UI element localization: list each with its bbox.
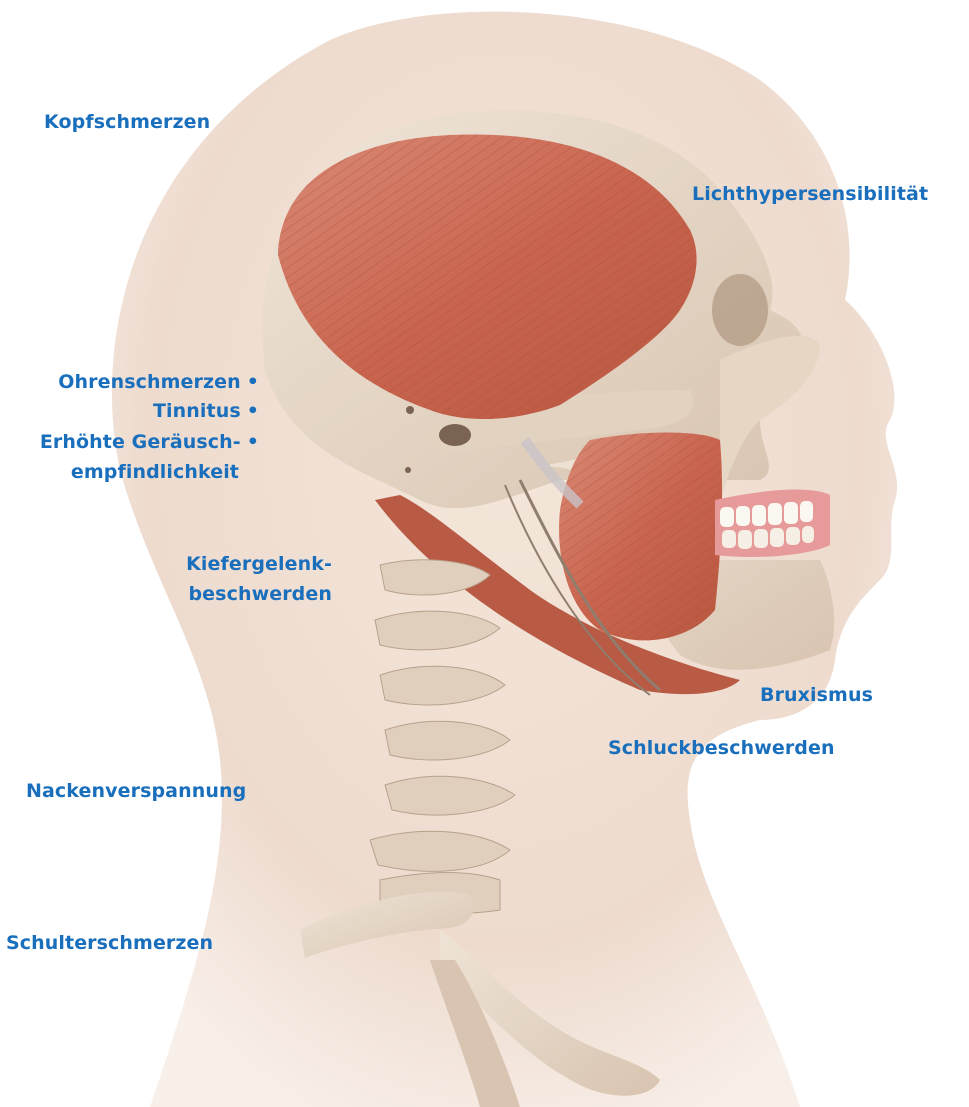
label-ohrenschmerzen-text: Ohrenschmerzen	[58, 371, 240, 393]
bullet-icon: •	[247, 431, 259, 453]
label-geraeusch-line1: Erhöhte Geräusch-	[40, 431, 241, 453]
bullet-icon: •	[247, 371, 259, 393]
masseter-muscle	[559, 433, 722, 641]
label-bruxismus: Bruxismus	[760, 684, 873, 707]
label-lichthypersensibilitaet: Lichthypersensibilität	[692, 183, 928, 206]
bullet-icon: •	[247, 400, 259, 422]
label-schulterschmerzen: Schulterschmerzen	[6, 932, 213, 955]
label-schluckbeschwerden: Schluckbeschwerden	[608, 737, 835, 760]
label-kiefergelenk-line2: beschwerden	[188, 583, 332, 606]
label-kopfschmerzen: Kopfschmerzen	[44, 111, 210, 134]
label-nackenverspannung: Nackenverspannung	[26, 780, 246, 803]
label-tinnitus-text: Tinnitus	[153, 400, 241, 422]
teeth	[715, 490, 830, 557]
label-kiefergelenk-line1: Kiefergelenk-	[186, 553, 332, 576]
label-geraeusch-line2: empfindlichkeit	[71, 461, 239, 484]
label-geraeuschempfindlichkeit: Erhöhte Geräusch- •	[40, 431, 259, 454]
label-tinnitus: Tinnitus •	[153, 400, 259, 423]
label-ohrenschmerzen: Ohrenschmerzen •	[58, 371, 259, 394]
